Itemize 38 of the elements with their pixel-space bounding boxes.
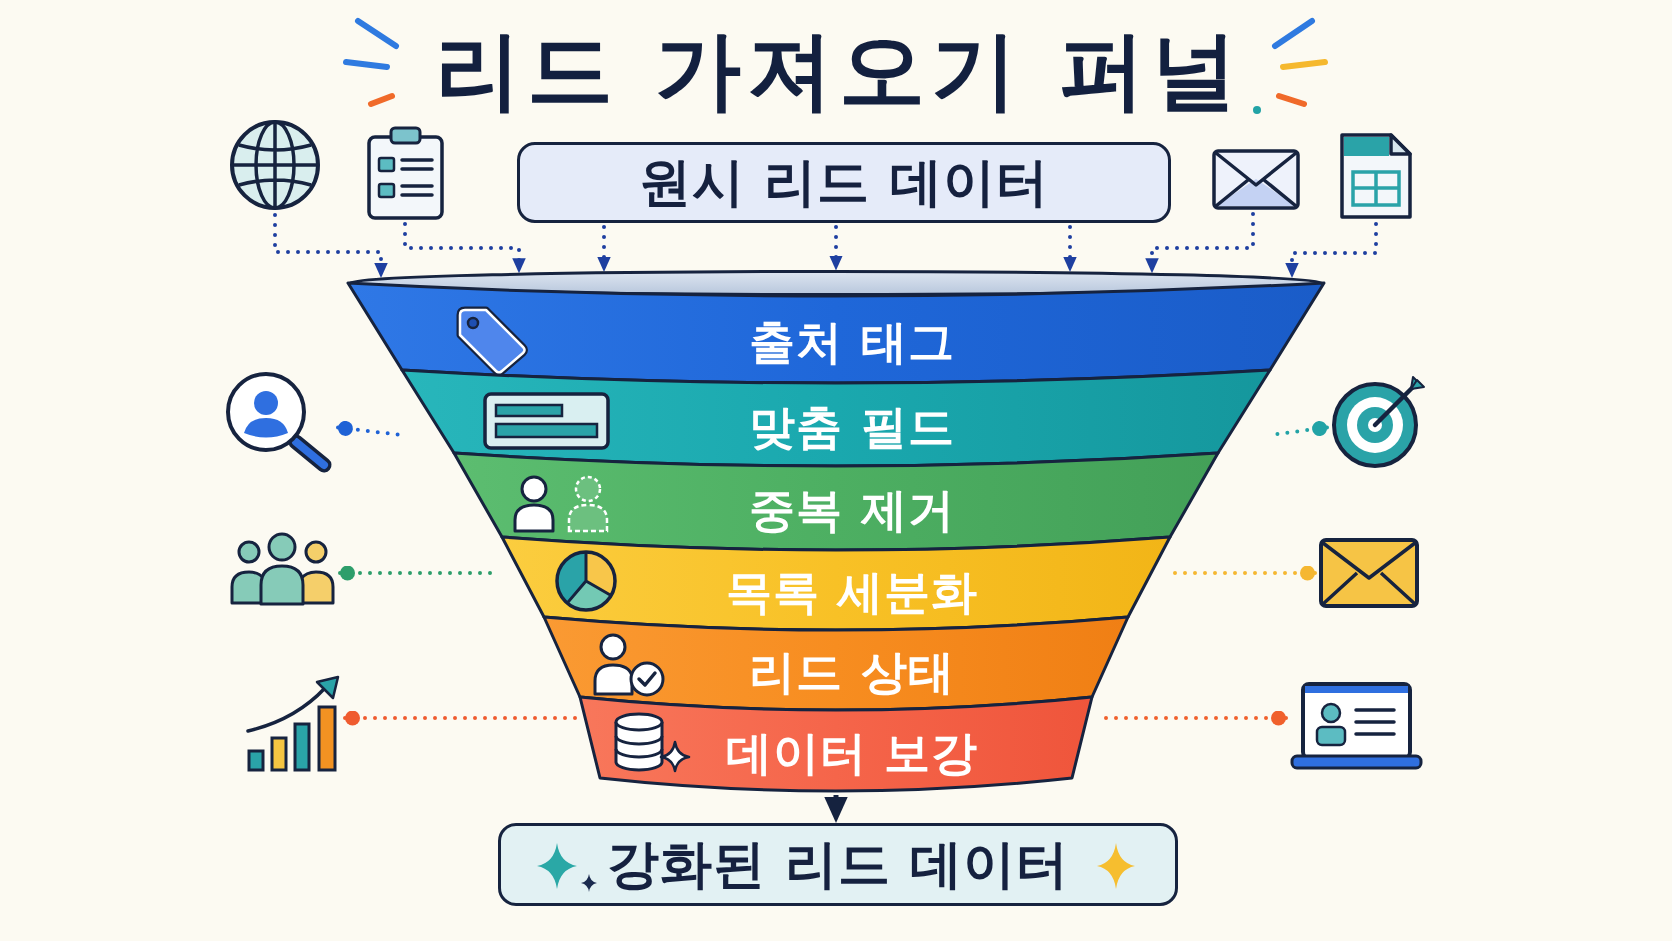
clipboard-icon xyxy=(366,126,445,220)
dotted-arrow xyxy=(1063,225,1077,272)
band-label: 데이터 보강 xyxy=(726,729,978,776)
box-label: 원시 리드 데이터 xyxy=(639,153,1049,212)
dotted-arrow xyxy=(597,225,611,272)
dotted-arrow xyxy=(829,225,843,271)
title: 리드 가져오기 퍼널 xyxy=(435,27,1243,113)
funnel-band xyxy=(502,537,1170,630)
user-group-icon xyxy=(229,531,336,606)
band-label: 리드 상태 xyxy=(749,649,955,695)
data-box xyxy=(517,142,1171,223)
dotted-arrow xyxy=(1285,222,1378,278)
band-label: 출처 태그 xyxy=(749,318,955,365)
dotted-arrow xyxy=(403,222,526,274)
spreadsheet-icon xyxy=(1339,132,1413,220)
band-label: 중복 제거 xyxy=(749,487,955,533)
band-label: 목록 세분화 xyxy=(726,569,978,615)
box-label: 강화된 리드 데이터 xyxy=(606,835,1070,894)
bar-chart-icon xyxy=(245,674,341,773)
user-search-icon xyxy=(224,370,334,473)
dotted-connector xyxy=(343,710,578,726)
target-icon xyxy=(1331,375,1427,469)
globe-icon xyxy=(229,119,321,211)
funnel-band xyxy=(348,283,1324,383)
band-label: 맞춤 필드 xyxy=(749,403,955,450)
laptop-icon xyxy=(1290,682,1423,770)
funnel-band xyxy=(580,697,1092,791)
dotted-arrow xyxy=(273,213,388,278)
dotted-connector xyxy=(336,420,400,437)
dotted-arrow xyxy=(1145,212,1255,274)
funnel-band xyxy=(402,370,1270,466)
envelope-icon xyxy=(1212,149,1300,210)
envelope-icon xyxy=(1319,538,1419,608)
data-box xyxy=(498,823,1178,906)
dotted-connector xyxy=(1172,565,1317,581)
funnel-band xyxy=(454,453,1218,550)
arrow xyxy=(824,795,848,823)
funnel-band xyxy=(544,617,1128,710)
